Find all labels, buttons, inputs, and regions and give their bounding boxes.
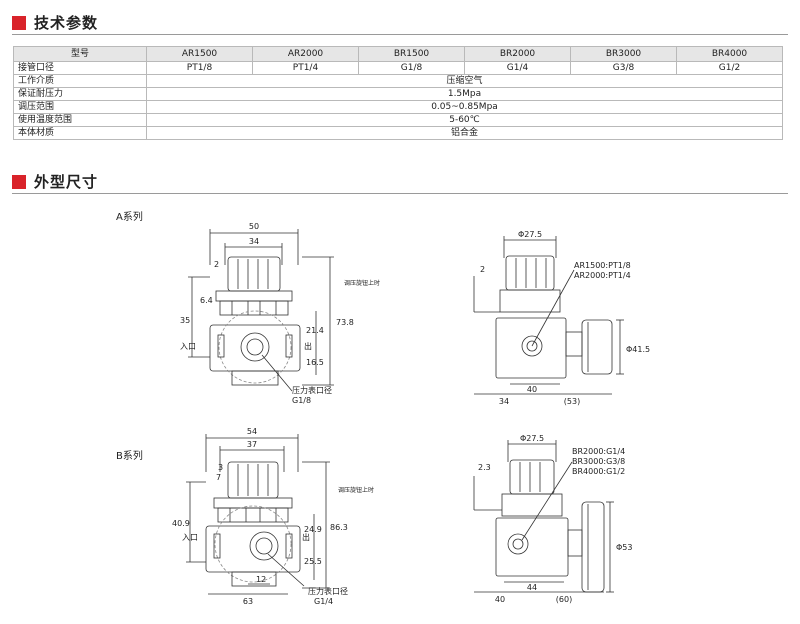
dim-label: 2.3 <box>478 463 491 472</box>
series-a-side-drawing: Φ27.5 2 AR1500:PT1/8 AR2000:PT1/4 Φ41.5 … <box>473 230 650 406</box>
dim-label: 2 <box>480 265 485 274</box>
table-cell: 5-60℃ <box>146 113 783 127</box>
dim-label: 7 <box>216 473 221 482</box>
dim-label: 21.4 <box>306 326 324 335</box>
table-cell: PT1/4 <box>252 61 359 75</box>
gauge-port-value: G1/8 <box>292 396 311 405</box>
section-divider <box>12 193 788 194</box>
dim-label: 40.9 <box>172 519 190 528</box>
table-cell: 1.5Mpa <box>146 87 783 101</box>
section-header-dims: 外型尺寸 <box>12 171 98 192</box>
table-header-cell: BR1500 <box>358 46 465 62</box>
table-row-label: 工作介质 <box>13 74 147 88</box>
table-row-label: 本体材质 <box>13 126 147 140</box>
table-row-label: 使用温度范围 <box>13 113 147 127</box>
spec-table-header: 型号 AR1500 AR2000 BR1500 BR2000 BR3000 BR… <box>13 46 783 62</box>
dim-label: 37 <box>247 440 257 449</box>
port-note: AR1500:PT1/8 <box>574 261 631 270</box>
table-cell: G1/4 <box>464 61 571 75</box>
dim-label: 35 <box>180 316 190 325</box>
series-a-label: A系列 <box>116 212 143 223</box>
dim-label: 3 <box>218 463 223 472</box>
outlet-label: 出 <box>304 341 312 351</box>
table-row-label: 保证耐压力 <box>13 87 147 101</box>
table-row: 调压范围 0.05~0.85Mpa <box>13 100 783 114</box>
table-row-label: 接管口径 <box>13 61 147 75</box>
port-note: AR2000:PT1/4 <box>574 271 631 280</box>
dim-label: 40 <box>527 385 537 394</box>
inlet-label: 入口 <box>182 533 198 542</box>
table-row: 使用温度范围 5-60℃ <box>13 113 783 127</box>
dim-label: 34 <box>249 237 259 246</box>
section-header-specs: 技术参数 <box>12 12 98 33</box>
dim-label: 6.4 <box>200 296 213 305</box>
table-header-cell: 型号 <box>13 46 147 62</box>
dim-label: (53) <box>564 397 580 406</box>
section-title-specs: 技术参数 <box>34 14 99 32</box>
series-a-front-drawing: 50 34 2 6.4 35 73.8 21.4 16.5 入口 出 调压旋钮上… <box>180 222 380 405</box>
port-note: BR4000:G1/2 <box>572 467 625 476</box>
outlet-label: 出 <box>302 532 310 542</box>
table-cell: G1/2 <box>676 61 783 75</box>
table-row: 保证耐压力 1.5Mpa <box>13 87 783 101</box>
section-divider <box>12 34 788 35</box>
dim-label: Φ27.5 <box>520 434 544 443</box>
series-b-front-drawing: 54 37 3 7 40.9 86.3 24.9 25.5 12 63 入口 出… <box>172 427 374 606</box>
table-row: 工作介质 压缩空气 <box>13 74 783 88</box>
table-header-cell: BR2000 <box>464 46 571 62</box>
dim-label: Φ27.5 <box>518 230 542 239</box>
dim-label: 54 <box>247 427 257 436</box>
table-header-cell: AR2000 <box>252 46 359 62</box>
dim-label: (60) <box>556 595 572 604</box>
dim-label: 12 <box>256 575 266 584</box>
dim-label: 2 <box>214 260 219 269</box>
table-cell: G3/8 <box>570 61 677 75</box>
section-title-dims: 外型尺寸 <box>34 173 99 191</box>
table-cell: G1/8 <box>358 61 465 75</box>
table-header-cell: AR1500 <box>146 46 253 62</box>
table-row-label: 调压范围 <box>13 100 147 114</box>
dim-label: 40 <box>495 595 505 604</box>
port-note: BR3000:G3/8 <box>572 457 625 466</box>
dim-label: 44 <box>527 583 537 592</box>
dim-label: 24.9 <box>304 525 322 534</box>
adjust-note: 调压旋钮上时 <box>344 279 380 287</box>
gauge-port-title: 压力表口径 <box>292 385 332 395</box>
table-cell: 压缩空气 <box>146 74 783 88</box>
section-marker <box>12 15 26 30</box>
gauge-port-value: G1/4 <box>314 597 333 606</box>
table-cell: PT1/8 <box>146 61 253 75</box>
dim-label: 25.5 <box>304 557 322 566</box>
dim-label: Φ41.5 <box>626 345 650 354</box>
dim-label: 86.3 <box>330 523 348 532</box>
dim-label: 73.8 <box>336 318 354 327</box>
dim-label: 50 <box>249 222 259 231</box>
inlet-label: 入口 <box>180 342 196 351</box>
dim-label: 16.5 <box>306 358 324 367</box>
gauge-port-title: 压力表口径 <box>308 586 348 596</box>
series-b-label: B系列 <box>116 451 143 462</box>
dim-label: Φ53 <box>616 543 632 552</box>
dim-label: 63 <box>243 597 253 606</box>
spec-table: 型号 AR1500 AR2000 BR1500 BR2000 BR3000 BR… <box>13 46 783 140</box>
table-cell: 0.05~0.85Mpa <box>146 100 783 114</box>
adjust-note: 调压旋钮上时 <box>338 486 374 494</box>
table-header-cell: BR4000 <box>676 46 783 62</box>
table-cell: 铝合金 <box>146 126 783 140</box>
table-row: 接管口径 PT1/8 PT1/4 G1/8 G1/4 G3/8 G1/2 <box>13 61 783 75</box>
port-note: BR2000:G1/4 <box>572 447 625 456</box>
dim-label: 34 <box>499 397 509 406</box>
table-header-cell: BR3000 <box>570 46 677 62</box>
table-row: 本体材质 铝合金 <box>13 126 783 140</box>
section-marker <box>12 174 26 189</box>
series-b-side-drawing: Φ27.5 2.3 BR2000:G1/4 BR3000:G3/8 BR4000… <box>473 434 632 604</box>
